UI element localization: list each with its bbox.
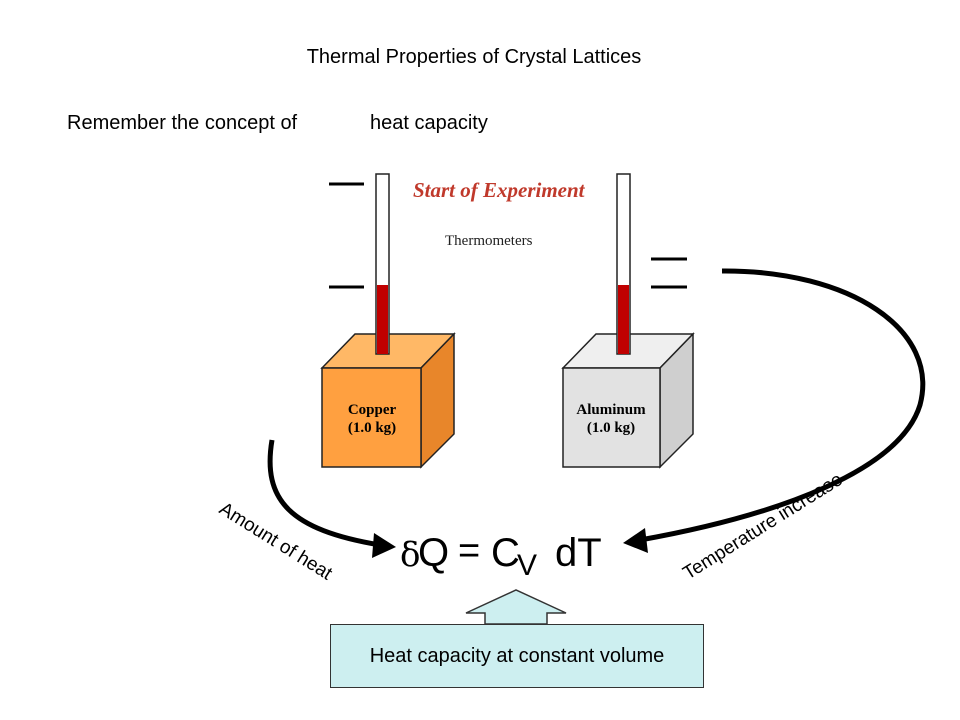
equation-equals: = <box>458 530 480 572</box>
equation-dt: dT <box>555 531 602 575</box>
temperature-arrow <box>623 268 926 553</box>
experiment-heading: Start of Experiment <box>413 178 586 202</box>
caption-box: Heat capacity at constant volume <box>330 624 704 688</box>
aluminum-thermometer <box>616 173 687 355</box>
equation-c: C <box>491 531 520 575</box>
concept-text: heat capacity <box>370 112 488 134</box>
copper-mass: (1.0 kg) <box>348 420 396 436</box>
equation-q: Q <box>418 531 449 575</box>
up-arrow-icon <box>465 589 567 625</box>
heat-capacity-equation: δ Q = C V dT <box>400 530 602 582</box>
amount-of-heat-label: Amount of heat <box>215 498 336 584</box>
aluminum-mass: (1.0 kg) <box>587 420 635 436</box>
aluminum-name: Aluminum <box>576 402 646 418</box>
page-title: Thermal Properties of Crystal Lattices <box>306 46 642 68</box>
equation-subscript: V <box>517 549 537 582</box>
intro-text: Remember the concept of <box>67 112 298 134</box>
copper-name: Copper <box>348 402 397 418</box>
thermometers-label: Thermometers <box>445 233 533 249</box>
heat-arrow <box>267 439 396 558</box>
copper-thermometer <box>329 173 390 355</box>
equation-delta: δ <box>400 535 420 575</box>
